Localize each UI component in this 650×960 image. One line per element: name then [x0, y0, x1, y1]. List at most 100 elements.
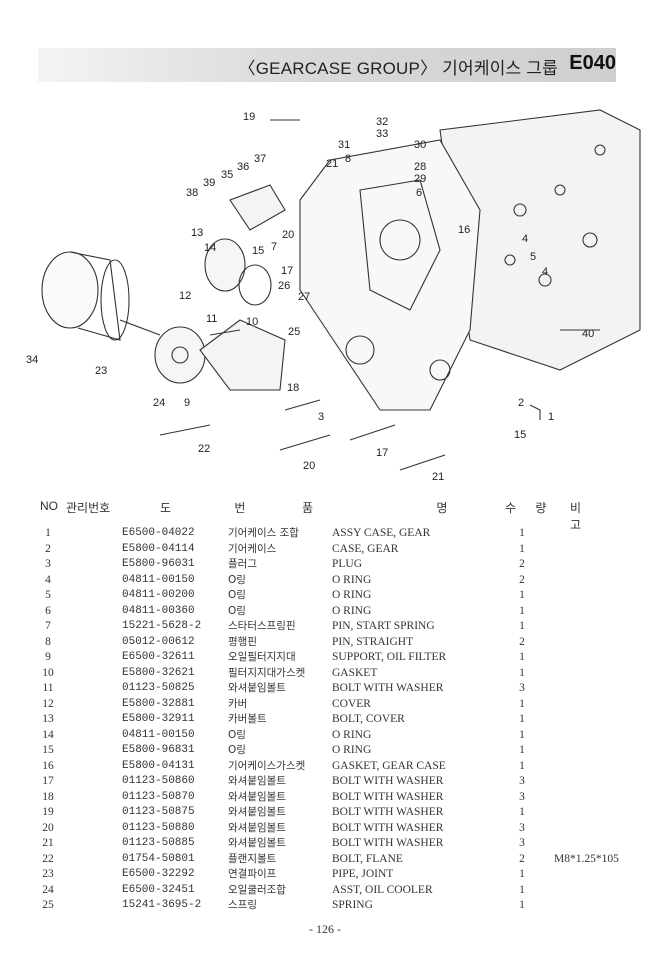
- korean-name: 와셔붙임볼트: [228, 775, 286, 787]
- korean-name: O링: [228, 728, 246, 741]
- row-no: 23: [42, 868, 54, 880]
- part-number: E5800-96031: [122, 558, 195, 570]
- row-no: 6: [45, 604, 51, 617]
- svg-text:20: 20: [282, 229, 294, 241]
- row-no: 17: [42, 775, 54, 787]
- remark: M8*1.25*105: [554, 852, 619, 865]
- part-number: E5800-32621: [122, 666, 195, 679]
- korean-name: O링: [228, 744, 246, 756]
- svg-text:12: 12: [179, 290, 191, 302]
- korean-name: 기어케이스 조합: [228, 527, 299, 539]
- col-head-mgmt: 관리번호: [66, 501, 111, 515]
- svg-text:9: 9: [184, 397, 190, 409]
- svg-text:21: 21: [432, 471, 444, 483]
- svg-text:36: 36: [237, 161, 249, 173]
- row-no: 24: [42, 883, 54, 896]
- english-name: PIN, STRAIGHT: [332, 635, 414, 648]
- quantity: 1: [519, 728, 525, 741]
- gear-case: [299, 139, 481, 411]
- part-number: 04811-00200: [122, 589, 195, 601]
- svg-text:15: 15: [514, 429, 526, 441]
- korean-name: 와셔붙임볼트: [228, 821, 286, 834]
- oil-cooler: [154, 326, 206, 384]
- english-name: ASST, OIL COOLER: [332, 883, 433, 896]
- quantity: 3: [519, 775, 525, 787]
- english-name: BOLT WITH WASHER: [332, 790, 444, 803]
- col-head-drawing: 도 번: [160, 501, 276, 515]
- row-no: 5: [45, 589, 51, 601]
- svg-text:11: 11: [206, 313, 217, 325]
- svg-text:15: 15: [252, 245, 264, 257]
- english-name: CASE, GEAR: [332, 542, 399, 555]
- korean-name: 플러그: [228, 558, 257, 570]
- row-no: 12: [42, 697, 54, 710]
- cover: [204, 238, 246, 292]
- quantity: 2: [519, 852, 525, 865]
- part-number: 01123-50875: [122, 806, 195, 818]
- quantity: 3: [519, 682, 525, 694]
- korean-name: 와셔붙임볼트: [228, 837, 286, 849]
- filter-support: [199, 319, 286, 391]
- row-no: 7: [45, 620, 51, 632]
- row-no: 22: [42, 852, 54, 865]
- svg-text:8: 8: [345, 153, 351, 165]
- korean-name: 카버볼트: [228, 713, 267, 725]
- korean-name: 스타터스프링핀: [228, 620, 296, 632]
- korean-name: 와셔붙임볼트: [228, 790, 286, 803]
- quantity: 1: [519, 651, 525, 663]
- row-no: 19: [42, 806, 54, 818]
- row-no: 13: [42, 713, 54, 725]
- row-no: 4: [45, 573, 51, 586]
- korean-name: 기어케이스: [228, 542, 277, 555]
- svg-text:2: 2: [518, 397, 524, 409]
- english-name: BOLT WITH WASHER: [332, 682, 444, 694]
- quantity: 1: [519, 527, 525, 539]
- english-name: O RING: [332, 744, 372, 756]
- svg-text:4: 4: [522, 233, 528, 245]
- part-number: 01123-50860: [122, 775, 195, 787]
- row-no: 15: [42, 744, 54, 756]
- header-band: 〈GEARCASE GROUP〉 기어케이스 그룹 E040: [38, 48, 616, 82]
- korean-name: O링: [228, 573, 246, 586]
- svg-text:26: 26: [278, 280, 290, 292]
- english-name: SPRING: [332, 899, 373, 911]
- english-name: BOLT, COVER: [332, 713, 405, 725]
- row-no: 9: [45, 651, 51, 663]
- korean-name: 플랜지볼트: [228, 852, 277, 865]
- row-no: 3: [45, 558, 51, 570]
- korean-name: 와셔붙임볼트: [228, 682, 286, 694]
- english-name: COVER: [332, 697, 371, 710]
- svg-text:29: 29: [414, 173, 426, 185]
- english-name: BOLT WITH WASHER: [332, 806, 444, 818]
- row-no: 10: [42, 666, 54, 679]
- row-no: 8: [45, 635, 51, 648]
- part-number: E5800-32881: [122, 697, 195, 710]
- svg-text:28: 28: [414, 161, 426, 173]
- row-no: 21: [42, 837, 54, 849]
- english-name: BOLT, FLANE: [332, 852, 403, 865]
- svg-text:6: 6: [416, 187, 422, 199]
- svg-text:18: 18: [287, 382, 299, 394]
- korean-name: 기어케이스가스켓: [228, 759, 306, 772]
- svg-text:5: 5: [530, 251, 536, 263]
- row-no: 11: [42, 682, 54, 694]
- svg-text:17: 17: [281, 265, 293, 277]
- part-number: E6500-32451: [122, 883, 195, 896]
